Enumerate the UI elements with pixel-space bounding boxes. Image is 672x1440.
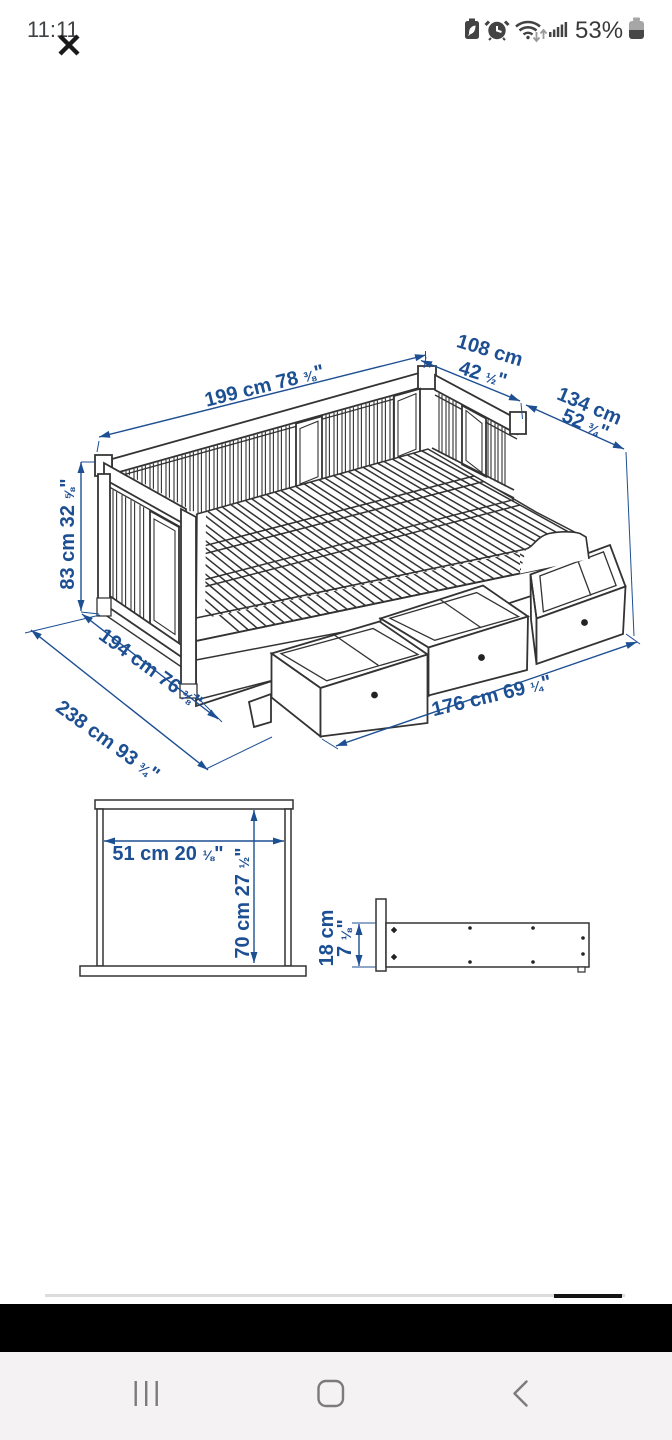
svg-text:18 cm: 18 cm <box>316 910 338 967</box>
svg-text:70 cm 27 ½": 70 cm 27 ½" <box>232 847 254 958</box>
svg-text:51 cm 20 ⅛": 51 cm 20 ⅛" <box>112 843 223 865</box>
svg-text:83 cm 32 ⅝": 83 cm 32 ⅝" <box>57 478 79 589</box>
svg-text:7 ⅛": 7 ⅛" <box>334 919 356 957</box>
svg-text:238 cm 93 ¾": 238 cm 93 ¾" <box>52 696 164 786</box>
